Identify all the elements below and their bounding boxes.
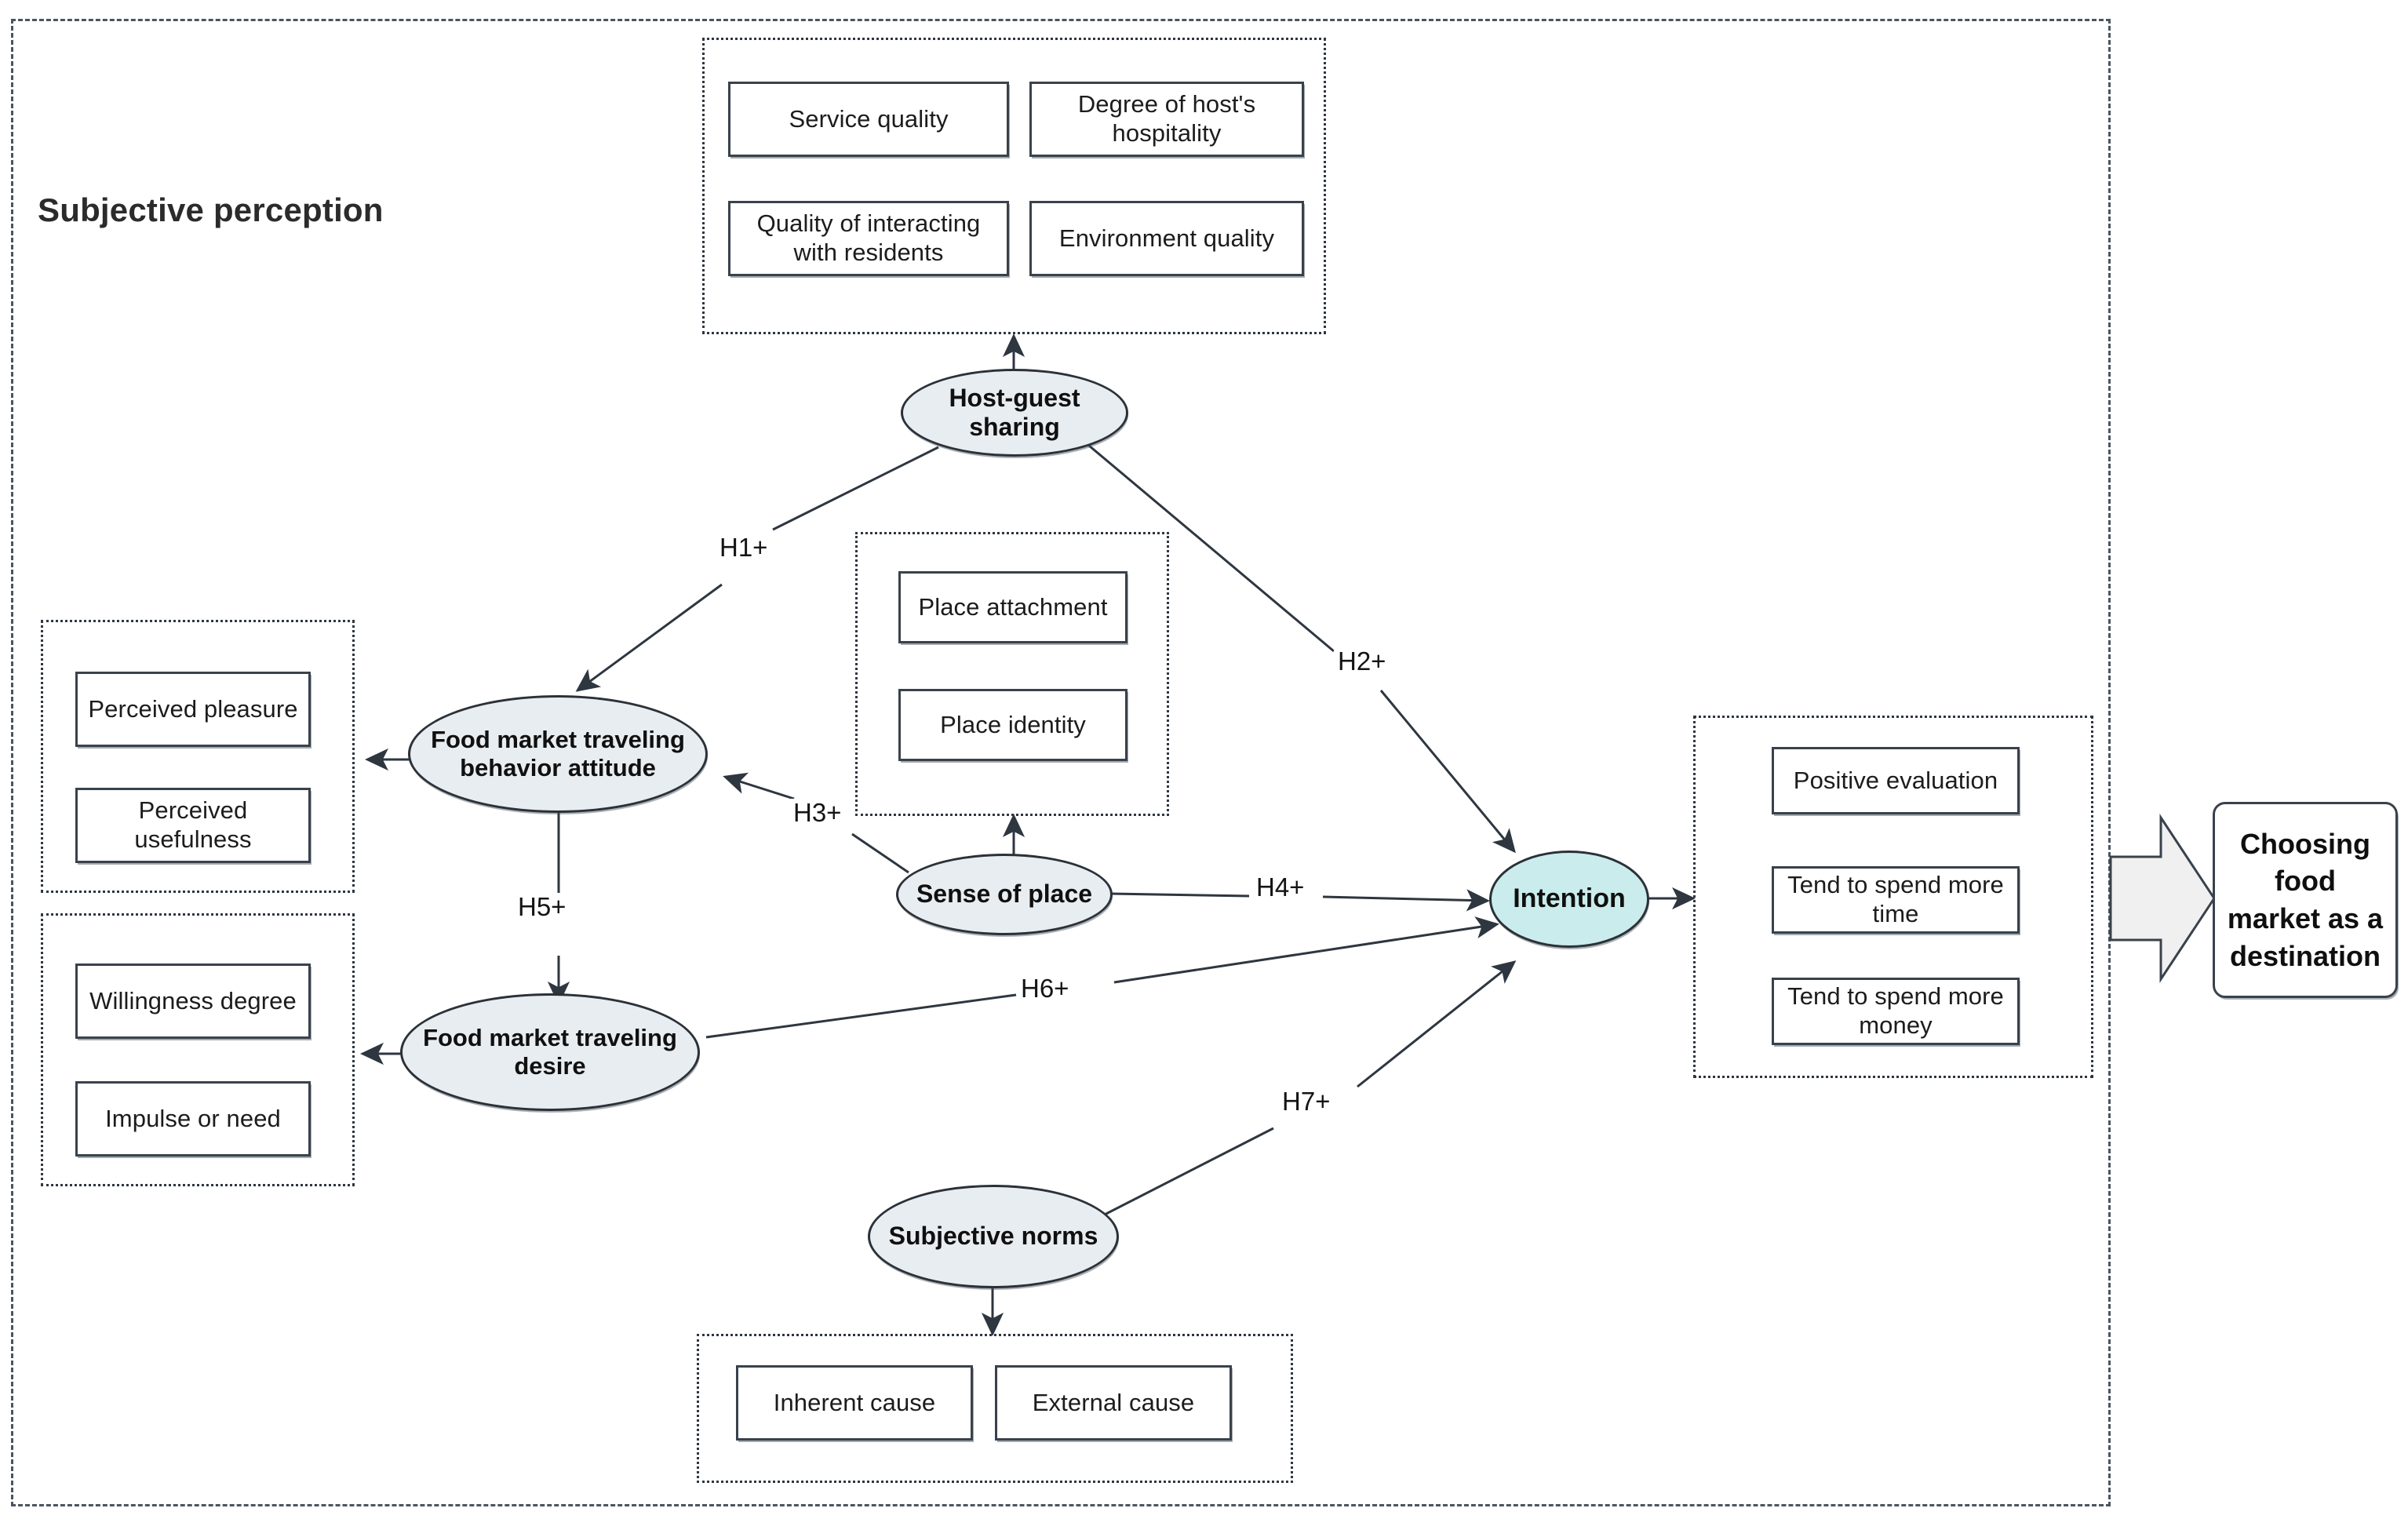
edge-h4b: [1322, 889, 1490, 912]
indicator-box-place-attachment: Place attachment: [898, 571, 1127, 643]
edge-h6b: [1113, 916, 1499, 984]
indicator-box-environment-quality: Environment quality: [1029, 201, 1304, 276]
edge-h2: [1088, 444, 1335, 653]
hypothesis-label-h3: H3+: [789, 799, 846, 826]
edge-h4: [1109, 892, 1250, 898]
indicator-box-perceived-usefulness: Perceived usefulness: [75, 788, 311, 863]
edge-h7: [1098, 1127, 1274, 1219]
edge-h1: [772, 446, 939, 531]
outcome-block-arrow: [2109, 814, 2216, 983]
node-sense-of-place[interactable]: Sense of place: [896, 854, 1113, 935]
indicator-box-tend-to-spend-more-money: Tend to spend more money: [1772, 978, 2020, 1045]
indicator-box-inherent-cause: Inherent cause: [736, 1365, 973, 1441]
indicator-box-impulse-or-need: Impulse or need: [75, 1081, 311, 1157]
indicator-box-degree-of-hosts-hospitality: Degree of host's hospitality: [1029, 82, 1304, 157]
page-title: Subjective perception: [38, 191, 384, 228]
group-host-guest-indicators: [702, 38, 1326, 334]
indicator-box-willingness-degree: Willingness degree: [75, 963, 311, 1039]
indicator-box-tend-to-spend-more-time: Tend to spend more time: [1772, 866, 2020, 934]
indicator-box-place-identity: Place identity: [898, 689, 1127, 761]
hypothesis-label-h6: H6+: [1017, 974, 1073, 1002]
hypothesis-label-h7: H7+: [1278, 1087, 1335, 1115]
edge-h3b: [723, 772, 795, 800]
outcome-box-choosing-food-market-as-a-destination: Choosing food market as a destination: [2213, 802, 2398, 998]
hypothesis-label-h1: H1+: [716, 534, 772, 561]
indicator-box-quality-of-interacting-with-residents: Quality of interacting with residents: [728, 201, 1009, 276]
indicator-box-service-quality: Service quality: [728, 82, 1009, 157]
indicator-box-positive-evaluation: Positive evaluation: [1772, 747, 2020, 814]
group-attitude-indicators: [41, 620, 355, 893]
node-subjective-norms[interactable]: Subjective norms: [868, 1185, 1119, 1288]
node-food-market-traveling-behavior-attitude[interactable]: Food market traveling behavior attitude: [408, 695, 708, 813]
edge-h2b: [1379, 690, 1516, 854]
hypothesis-label-h5: H5+: [514, 893, 570, 920]
group-subjective-norms-indicators: [697, 1334, 1293, 1483]
outer-model-boundary: [11, 19, 2111, 1506]
edge-h3: [851, 832, 909, 874]
edge-h1b: [575, 583, 723, 692]
group-intention-indicators: [1693, 716, 2093, 1078]
node-host-guest-sharing[interactable]: Host-guest sharing: [901, 369, 1128, 457]
group-desire-indicators: [41, 913, 355, 1186]
indicator-box-perceived-pleasure: Perceived pleasure: [75, 672, 311, 747]
hypothesis-label-h4: H4+: [1252, 873, 1309, 901]
edge-h7b: [1357, 960, 1517, 1088]
group-sense-of-place-indicators: [855, 532, 1169, 816]
hypothesis-label-h2: H2+: [1334, 647, 1390, 675]
node-intention[interactable]: Intention: [1489, 851, 1649, 948]
indicator-box-external-cause: External cause: [995, 1365, 1232, 1441]
edge-h6: [705, 993, 1017, 1039]
node-food-market-traveling-desire[interactable]: Food market traveling desire: [400, 993, 700, 1111]
